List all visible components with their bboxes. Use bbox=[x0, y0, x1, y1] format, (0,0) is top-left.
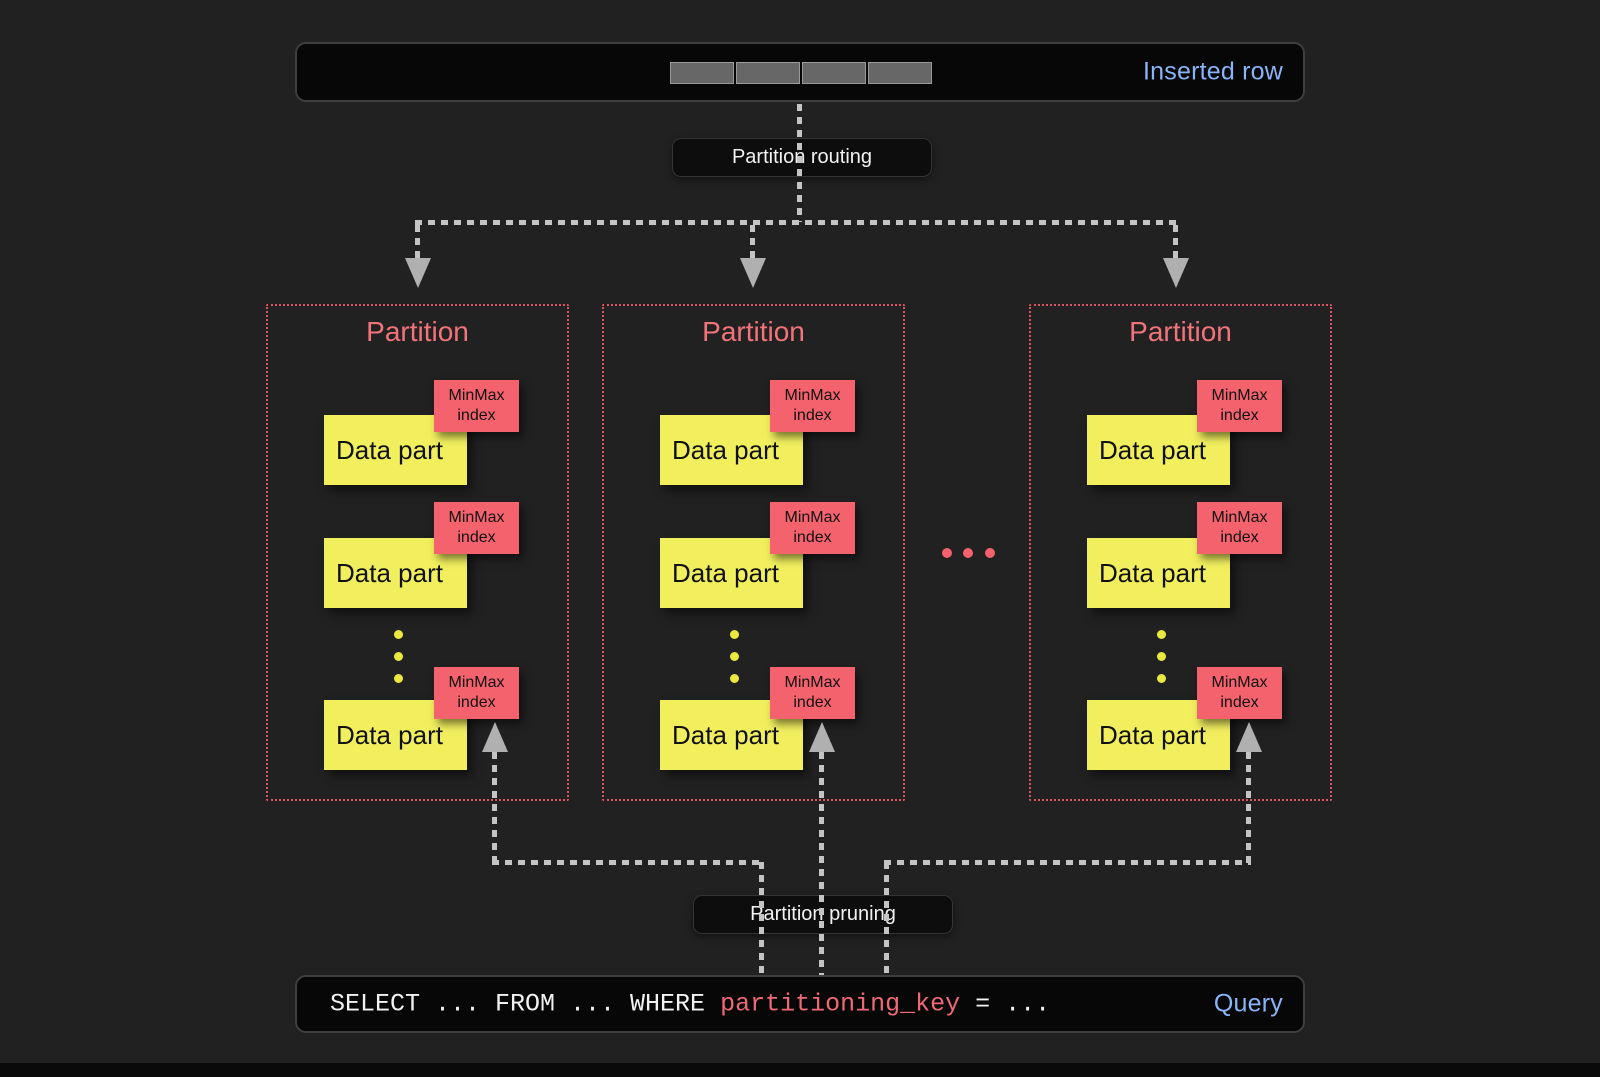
data-part-box: Data part bbox=[324, 538, 467, 608]
sql-partitioning-key: partitioning_key bbox=[720, 989, 961, 1019]
pruning-branch-line-right bbox=[884, 860, 1251, 865]
arrowhead-down-left bbox=[405, 258, 431, 288]
ellipsis-dot bbox=[394, 630, 403, 639]
arrowhead-up-middle bbox=[809, 722, 835, 752]
inserted-row-segments bbox=[670, 62, 932, 84]
ellipsis-dot bbox=[1157, 652, 1166, 661]
query-label: Query bbox=[1213, 989, 1283, 1018]
data-part-box: Data part bbox=[1087, 700, 1230, 770]
inserted-row-bar: Inserted row bbox=[295, 42, 1305, 102]
row-segment bbox=[868, 62, 932, 84]
ellipsis-dot bbox=[730, 652, 739, 661]
between-partitions-ellipsis-dot bbox=[985, 548, 995, 558]
routing-stem-left bbox=[415, 225, 420, 258]
bottom-border-strip bbox=[0, 1063, 1600, 1077]
sql-prefix: SELECT ... FROM ... WHERE bbox=[330, 989, 721, 1019]
ellipsis-dot bbox=[394, 652, 403, 661]
partition-title: Partition bbox=[366, 316, 469, 347]
ellipsis-dot bbox=[394, 674, 403, 683]
partition-routing-label: Partition routing bbox=[672, 138, 932, 177]
minmax-index-tag: MinMax index bbox=[1197, 502, 1282, 554]
pruning-stem-left bbox=[492, 752, 497, 865]
pruning-branch-line-left bbox=[492, 860, 765, 865]
arrowhead-up-right bbox=[1236, 722, 1262, 752]
minmax-index-tag: MinMax index bbox=[434, 667, 519, 719]
minmax-index-tag: MinMax index bbox=[1197, 667, 1282, 719]
partition-box-1: Partition MinMax index Data part MinMax … bbox=[266, 304, 569, 801]
data-part-box: Data part bbox=[324, 700, 467, 770]
minmax-index-tag: MinMax index bbox=[770, 667, 855, 719]
arrowhead-down-right bbox=[1163, 258, 1189, 288]
partition-box-2: Partition MinMax index Data part MinMax … bbox=[602, 304, 905, 801]
pruning-elbow-left bbox=[759, 862, 764, 975]
ellipsis-dot bbox=[730, 630, 739, 639]
partition-title: Partition bbox=[702, 316, 805, 347]
routing-stem-right bbox=[1173, 225, 1178, 258]
pruning-stem-middle bbox=[819, 752, 824, 975]
row-segment bbox=[736, 62, 800, 84]
arrowhead-up-left bbox=[482, 722, 508, 752]
ellipsis-dot bbox=[730, 674, 739, 683]
minmax-index-tag: MinMax index bbox=[770, 380, 855, 432]
minmax-index-tag: MinMax index bbox=[434, 502, 519, 554]
sql-suffix: = ... bbox=[960, 989, 1051, 1019]
minmax-index-tag: MinMax index bbox=[434, 380, 519, 432]
pruning-elbow-right bbox=[884, 862, 889, 975]
partition-title: Partition bbox=[1129, 316, 1232, 347]
minmax-index-tag: MinMax index bbox=[1197, 380, 1282, 432]
inserted-row-label: Inserted row bbox=[1143, 57, 1283, 86]
sql-query-text: SELECT ... FROM ... WHERE partitioning_k… bbox=[330, 990, 1050, 1019]
data-part-box: Data part bbox=[1087, 538, 1230, 608]
partition-box-3: Partition MinMax index Data part MinMax … bbox=[1029, 304, 1332, 801]
routing-branch-line bbox=[415, 220, 1181, 225]
routing-line-from-row bbox=[797, 104, 802, 222]
routing-stem-middle bbox=[750, 225, 755, 258]
ellipsis-dot bbox=[1157, 630, 1166, 639]
ellipsis-dot bbox=[1157, 674, 1166, 683]
query-bar: SELECT ... FROM ... WHERE partitioning_k… bbox=[295, 975, 1305, 1033]
arrowhead-down-middle bbox=[740, 258, 766, 288]
row-segment bbox=[802, 62, 866, 84]
row-segment bbox=[670, 62, 734, 84]
between-partitions-ellipsis-dot bbox=[942, 548, 952, 558]
between-partitions-ellipsis-dot bbox=[963, 548, 973, 558]
pruning-stem-right bbox=[1246, 752, 1251, 865]
minmax-index-tag: MinMax index bbox=[770, 502, 855, 554]
